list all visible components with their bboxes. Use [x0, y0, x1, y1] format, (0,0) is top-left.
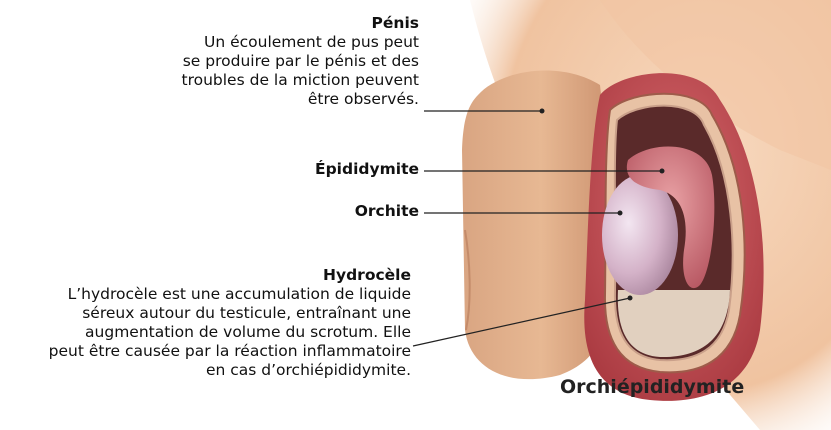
leader-dot-epididymite: [660, 169, 665, 174]
label-penis-text: Un écoulement de pus peut se produire pa…: [119, 33, 419, 109]
label-penis: Pénis Un écoulement de pus peut se produ…: [119, 14, 419, 109]
label-orchite-title: Orchite: [119, 202, 419, 221]
leader-dot-penis: [540, 109, 545, 114]
label-epididymite: Épididymite: [119, 160, 419, 179]
leader-dot-orchite: [618, 211, 623, 216]
label-hydrocele: Hydrocèle L’hydrocèle est une accumulati…: [1, 266, 411, 380]
label-orchite: Orchite: [119, 202, 419, 221]
label-hydrocele-title: Hydrocèle: [1, 266, 411, 285]
label-penis-title: Pénis: [119, 14, 419, 33]
label-hydrocele-text: L’hydrocèle est une accumulation de liqu…: [1, 285, 411, 380]
figure-caption: Orchiépididymite: [560, 376, 744, 398]
leader-dot-hydrocele: [628, 296, 633, 301]
label-epididymite-title: Épididymite: [119, 160, 419, 179]
